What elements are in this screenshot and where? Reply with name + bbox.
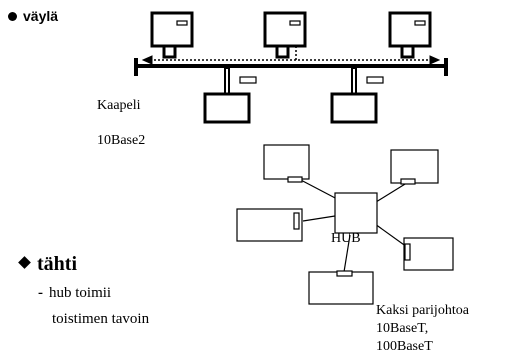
star-cable-type-2: 100BaseT [376, 339, 433, 354]
star-station-4 [403, 237, 454, 271]
bus-station-top-2 [263, 11, 307, 59]
hub-box [334, 192, 378, 234]
star-station-2 [390, 149, 439, 185]
bullet-text-1: hub toimii [49, 285, 112, 301]
star-bullet-line-1: -hub toimii [38, 285, 112, 302]
star-cable-type-1: 10BaseT, [376, 321, 429, 336]
star-station-3 [236, 208, 303, 242]
bus-title: väylä [23, 8, 59, 24]
star-cable-label: Kaksi parijohtoa [376, 303, 469, 318]
star-station-1 [263, 144, 310, 183]
bus-heading: väylä [8, 9, 58, 24]
bus-cable-type: 10Base2 [97, 133, 146, 148]
star-cable-5 [343, 234, 351, 273]
bus-station-bottom-2 [330, 67, 384, 124]
bus-station-top-1 [150, 11, 194, 59]
bullet-dash: - [38, 285, 43, 301]
bus-cable-label: Kaapeli [97, 98, 141, 113]
star-bullet-line-2: toistimen tavoin [52, 311, 150, 327]
star-heading: tähti [18, 253, 77, 275]
signal-arrow-right [429, 55, 441, 65]
hub-label: HUB [331, 231, 361, 246]
star-topology [236, 144, 454, 305]
star-cable-4 [374, 223, 408, 248]
diamond-bullet-icon [18, 256, 31, 269]
bus-topology [134, 11, 448, 124]
bus-station-bottom-1 [203, 67, 257, 124]
bus-station-top-3 [388, 11, 432, 59]
star-station-5 [308, 270, 374, 305]
bullet-dot-icon [8, 11, 17, 21]
star-cable-3 [302, 215, 336, 222]
star-cable-1 [296, 177, 340, 201]
star-title: tähti [37, 253, 77, 275]
signal-arrow-left [141, 55, 153, 65]
